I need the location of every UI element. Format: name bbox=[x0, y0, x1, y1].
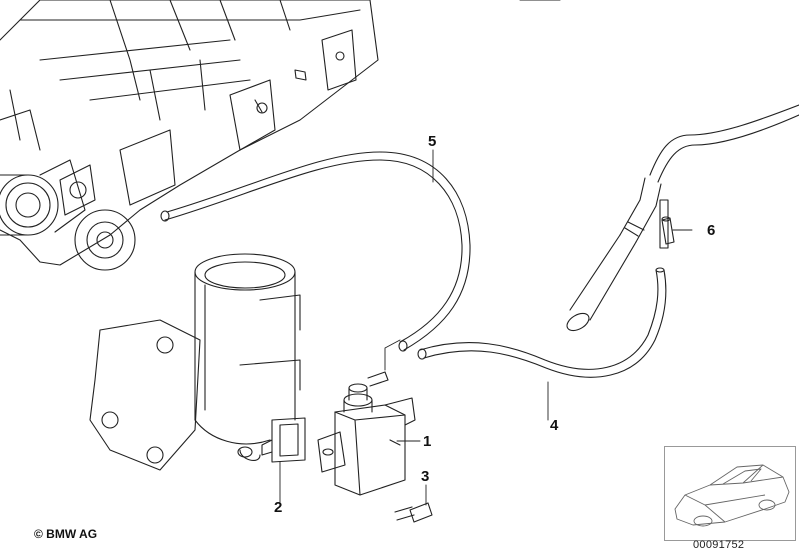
bracket-clip bbox=[261, 417, 306, 463]
pressure-converter bbox=[317, 371, 416, 496]
intake-manifold bbox=[0, 0, 379, 271]
filter-housing bbox=[89, 253, 301, 471]
callout-4[interactable]: 4 bbox=[550, 417, 559, 434]
callout-2[interactable]: 2 bbox=[274, 499, 283, 516]
leader-lines bbox=[279, 149, 693, 506]
callout-1[interactable]: 1 bbox=[423, 433, 432, 450]
car-icon bbox=[674, 464, 790, 527]
vehicle-thumbnail bbox=[664, 446, 796, 541]
copyright-notice: © BMW AG bbox=[34, 527, 98, 541]
callout-3[interactable]: 3 bbox=[421, 468, 430, 485]
bolt bbox=[394, 502, 433, 523]
callout-6[interactable]: 6 bbox=[707, 222, 716, 239]
callout-5[interactable]: 5 bbox=[428, 133, 437, 150]
vacuum-hose-4 bbox=[417, 267, 667, 378]
vacuum-hose-5 bbox=[160, 151, 471, 352]
vent-hose-upper-right bbox=[519, 0, 799, 332]
rubber-cap bbox=[661, 216, 675, 245]
reference-number: 00091752 bbox=[693, 539, 745, 551]
